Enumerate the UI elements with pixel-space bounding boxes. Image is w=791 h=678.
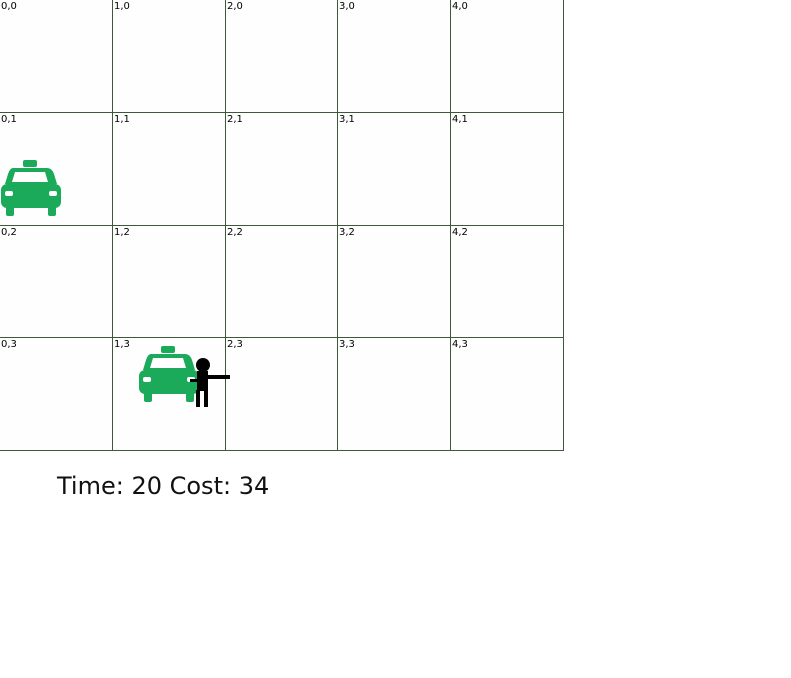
cell-coordinate-label: 0,1: [1, 114, 17, 125]
grid-cell: 2,1: [226, 113, 338, 226]
cell-coordinate-label: 0,0: [1, 1, 17, 12]
taxi-icon: [138, 346, 200, 408]
grid-cell: 2,0: [226, 0, 338, 113]
cell-coordinate-label: 0,3: [1, 339, 17, 350]
cell-coordinate-label: 2,0: [227, 1, 243, 12]
cell-coordinate-label: 3,1: [339, 114, 355, 125]
cell-coordinate-label: 4,1: [452, 114, 468, 125]
cell-coordinate-label: 4,2: [452, 227, 468, 238]
cell-coordinate-label: 3,3: [339, 339, 355, 350]
cell-coordinate-label: 2,1: [227, 114, 243, 125]
game-grid: 0,0 1,0 2,0 3,0 4,0 0,1 1,1 2,1 3,1 4,1 0,2 1,2 2,2 3…: [0, 0, 564, 451]
grid-cell: 3,3: [338, 338, 451, 451]
cell-coordinate-label: 1,3: [114, 339, 130, 350]
grid-cell: 4,2: [451, 226, 564, 338]
grid-cell: 1,2: [113, 226, 226, 338]
cell-coordinate-label: 4,3: [452, 339, 468, 350]
cell-coordinate-label: 4,0: [452, 1, 468, 12]
grid-cell: 0,3: [0, 338, 113, 451]
grid-cell: 2,3: [226, 338, 338, 451]
grid-cell: 3,2: [338, 226, 451, 338]
grid-cell: 4,1: [451, 113, 564, 226]
cell-coordinate-label: 3,2: [339, 227, 355, 238]
passenger-hailing-icon: [190, 357, 230, 411]
cell-coordinate-label: 2,3: [227, 339, 243, 350]
grid-cell: 1,1: [113, 113, 226, 226]
cell-coordinate-label: 2,2: [227, 227, 243, 238]
grid-cell: 0,0: [0, 0, 113, 113]
cell-coordinate-label: 1,1: [114, 114, 130, 125]
grid-cell: 3,0: [338, 0, 451, 113]
cell-coordinate-label: 1,0: [114, 1, 130, 12]
status-readout: Time: 20 Cost: 34: [57, 472, 270, 500]
grid-cell: 4,0: [451, 0, 564, 113]
cell-coordinate-label: 3,0: [339, 1, 355, 12]
grid-cell: 3,1: [338, 113, 451, 226]
taxi-icon: [0, 160, 62, 222]
cell-coordinate-label: 1,2: [114, 227, 130, 238]
cell-coordinate-label: 0,2: [1, 227, 17, 238]
grid-cell: 1,0: [113, 0, 226, 113]
grid-cell: 2,2: [226, 226, 338, 338]
grid-cell: 4,3: [451, 338, 564, 451]
grid-cell: 0,2: [0, 226, 113, 338]
